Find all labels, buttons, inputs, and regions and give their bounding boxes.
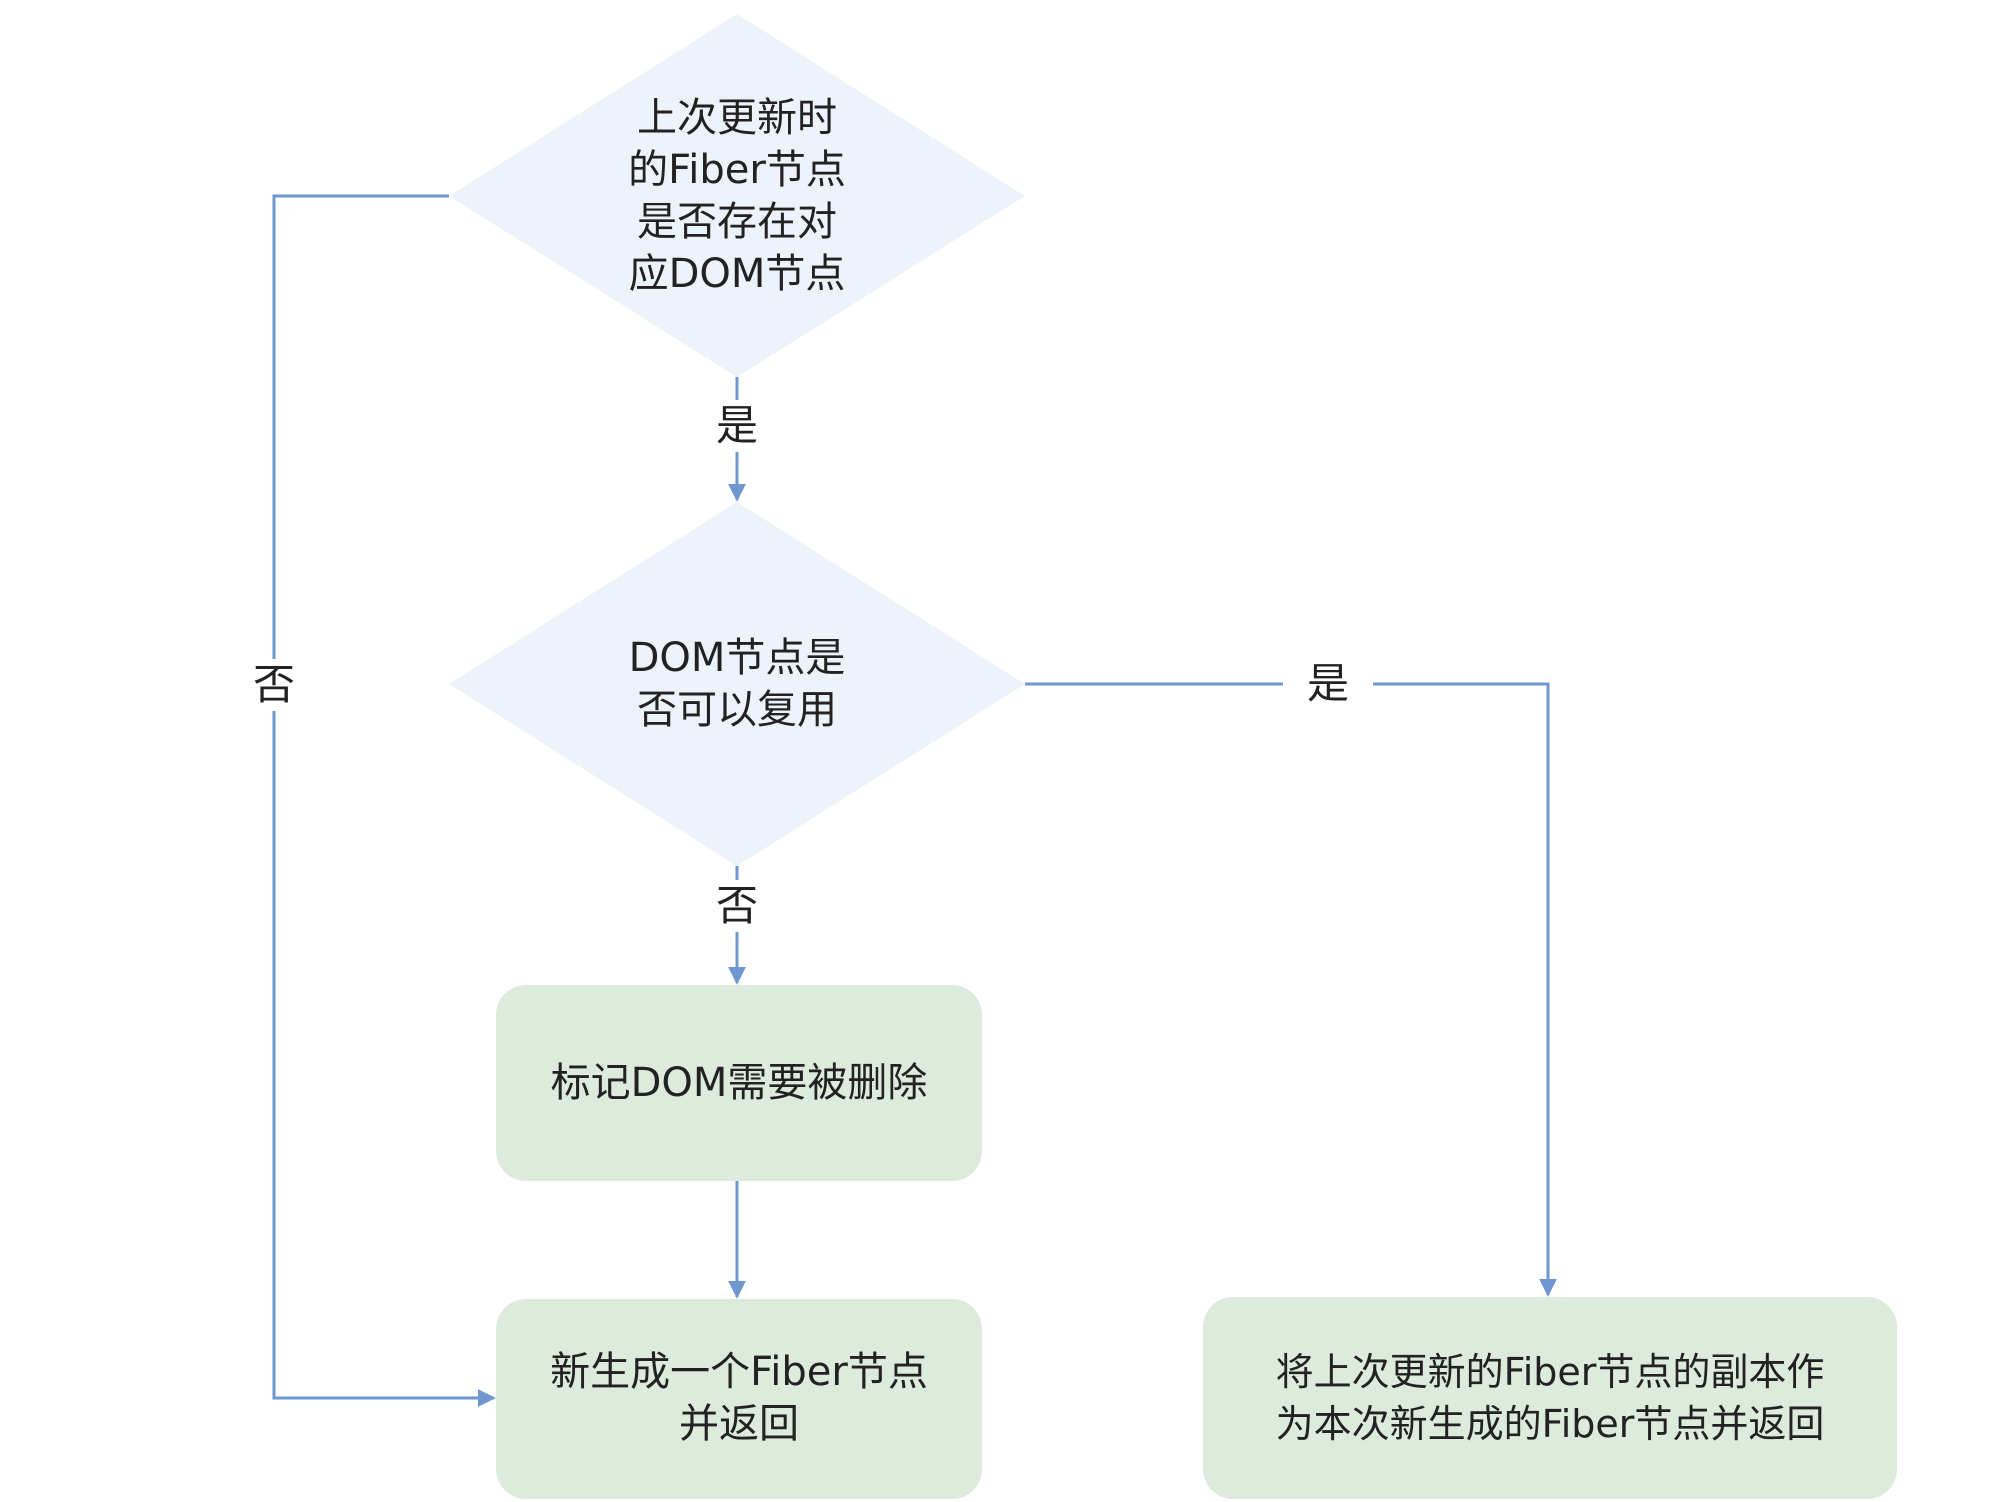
mark-delete-box	[496, 985, 982, 1181]
decision-exists-line-4: 应DOM节点	[628, 251, 846, 297]
new-fiber-line-2: 并返回	[679, 1401, 799, 1447]
mark-delete-label: 标记DOM需要被删除	[496, 1057, 982, 1109]
decision-reuse-label: DOM节点是 否可以复用	[577, 632, 897, 736]
decision-reuse-line-1: DOM节点是	[628, 635, 846, 681]
decision-exists-label: 上次更新时 的Fiber节点 是否存在对 应DOM节点	[577, 92, 897, 300]
new-fiber-line-1: 新生成一个Fiber节点	[550, 1349, 928, 1395]
decision-exists-line-3: 是否存在对	[637, 199, 837, 245]
decision-exists-shape	[449, 14, 1025, 377]
edge-reuse-yes-label: 是	[1283, 658, 1373, 710]
edge-reuse-yes	[1025, 682, 1557, 1297]
edge-exists-no-label: 否	[249, 659, 299, 711]
decision-reuse-shape	[449, 502, 1025, 866]
new-fiber-box	[496, 1299, 982, 1499]
mark-delete-line-1: 标记DOM需要被删除	[550, 1060, 928, 1106]
edge-exists-no	[272, 194, 496, 1407]
edge-reuse-no-label: 否	[712, 880, 762, 932]
edge-exists-yes-label: 是	[712, 400, 762, 452]
clone-fiber-line-2: 为本次新生成的Fiber节点并返回	[1275, 1402, 1825, 1446]
decision-exists-line-1: 上次更新时	[637, 95, 837, 141]
decision-reuse-line-2: 否可以复用	[637, 687, 837, 733]
decision-exists-line-2: 的Fiber节点	[628, 147, 846, 193]
new-fiber-label: 新生成一个Fiber节点 并返回	[496, 1346, 982, 1450]
clone-fiber-line-1: 将上次更新的Fiber节点的副本作	[1275, 1350, 1825, 1394]
clone-fiber-box	[1203, 1297, 1897, 1499]
clone-fiber-label: 将上次更新的Fiber节点的副本作 为本次新生成的Fiber节点并返回	[1203, 1346, 1897, 1450]
